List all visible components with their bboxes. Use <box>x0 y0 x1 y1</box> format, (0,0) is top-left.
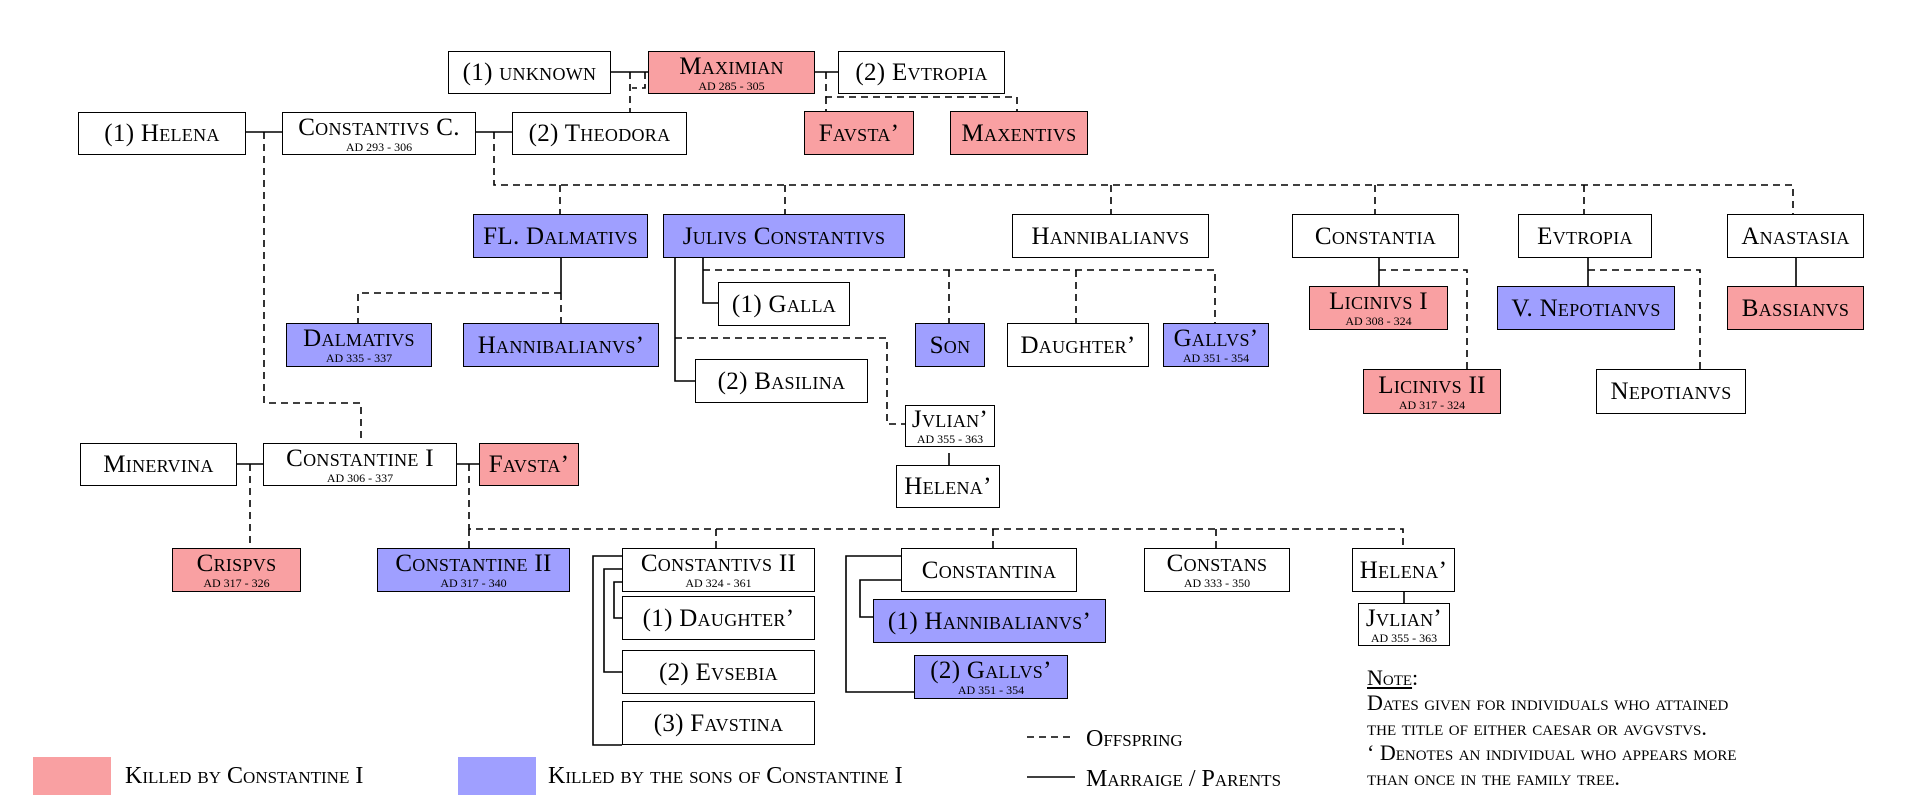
legend-label-killed-sons: Killed by the sons of Constantine I <box>548 763 903 789</box>
node-unknown: (1) unknown <box>448 51 611 94</box>
offspring-line <box>357 292 561 326</box>
offspring-line <box>468 464 1404 548</box>
note-line: than once in the family tree. <box>1367 765 1620 790</box>
legend-label-marriage: Marraige / Parents <box>1086 766 1282 792</box>
node-son: Son <box>915 323 985 367</box>
parent-line <box>674 258 695 382</box>
note-line: ‘ Denotes an individual who appears more <box>1367 740 1737 765</box>
legend-swatch-killed-constantine <box>33 757 111 795</box>
node-nepotianvs: Nepotianvs <box>1596 369 1746 414</box>
node-v-nepotianvs: V. Nepotianvs <box>1497 286 1675 330</box>
node-favstina: (3) Favstina <box>622 701 815 745</box>
note-block: Note: Dates given for individuals who at… <box>1367 665 1737 790</box>
node-helena: (1) Helena <box>78 112 246 155</box>
node-fl-dalmativs: FL. Dalmativs <box>473 214 648 258</box>
node-hannibalianvs-top: Hannibalianvs <box>1012 214 1209 258</box>
offspring-line <box>1379 269 1468 372</box>
node-evtropia-daughter: Evtropia <box>1518 214 1652 258</box>
node-constantina: Constantina <box>901 548 1077 592</box>
note-line: Dates given for individuals who attained <box>1367 690 1729 715</box>
parent-line <box>845 555 914 693</box>
node-gallvs-mid: Gallvs’AD 351 - 354 <box>1163 323 1269 367</box>
node-evsebia: (2) Evsebia <box>622 650 815 694</box>
node-gallvs-bottom: (2) Gallvs’AD 351 - 354 <box>914 655 1068 699</box>
legend-label-offspring: Offspring <box>1086 726 1183 752</box>
node-evtropia-wife: (2) Evtropia <box>838 51 1005 94</box>
parent-line <box>859 579 901 618</box>
parent-line <box>702 258 718 304</box>
offspring-line <box>703 269 1216 326</box>
offspring-line <box>632 72 646 89</box>
offspring-line <box>675 337 905 425</box>
offspring-line <box>1588 269 1701 372</box>
node-jvlian-mid: Jvlian’AD 355 - 363 <box>905 405 995 447</box>
node-julivs-constantivs: Julivs Constantivs <box>663 214 905 258</box>
node-anastasia: Anastasia <box>1727 214 1864 258</box>
node-hannibalianvs-mid: Hannibalianvs’ <box>463 323 659 367</box>
node-jvlian-bottom: Jvlian’AD 355 - 363 <box>1358 603 1450 646</box>
node-favsta-bottom: Favsta’ <box>479 443 579 486</box>
offspring-line <box>263 132 362 444</box>
node-constantia: Constantia <box>1292 214 1459 258</box>
legend-label-killed-constantine: Killed by Constantine I <box>125 763 364 789</box>
node-minervina: Minervina <box>80 443 237 486</box>
node-basilina: (2) Basilina <box>695 359 868 403</box>
node-favsta-top: Favsta’ <box>804 111 914 155</box>
parent-line <box>592 555 628 746</box>
node-helena-mid: Helena’ <box>896 465 1000 508</box>
note-line: the title of either caesar or avgvstvs. <box>1367 715 1707 740</box>
legend-swatch-killed-sons <box>458 757 536 795</box>
node-theodora: (2) Theodora <box>512 112 687 155</box>
node-helena-bottom: Helena’ <box>1352 548 1455 592</box>
note-title: Note <box>1367 665 1413 690</box>
node-daughter-mid: Daughter’ <box>1007 323 1149 367</box>
offspring-line <box>493 132 1794 217</box>
node-daughter-bottom: (1) Daughter’ <box>622 596 815 640</box>
node-maxentivs: Maxentivs <box>950 111 1088 155</box>
node-galla: (1) Galla <box>718 282 850 326</box>
parent-line <box>613 581 628 619</box>
node-bassianvs: Bassianvs <box>1727 286 1864 330</box>
node-hannibalianvs-bottom: (1) Hannibalianvs’ <box>873 599 1106 643</box>
node-constantius-chlorus: Constantivs C.AD 293 - 306 <box>282 112 476 155</box>
parent-line <box>603 568 628 673</box>
